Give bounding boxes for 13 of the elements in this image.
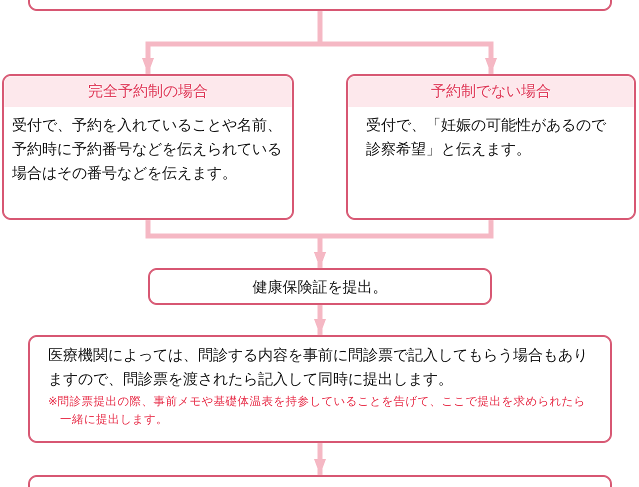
box-heading: 完全予約制の場合	[4, 76, 292, 106]
process-box	[346, 74, 636, 220]
note-text: ※問診票提出の際、事前メモや基礎体温表を持参していることを告げて、ここで提出を求められたら一緒に提出します。	[47, 393, 587, 428]
box-heading: 予約制でない場合	[348, 76, 634, 106]
box-text: 受付で、予約を入れていることや名前、予約時に予約番号などを伝えられている場合はその番号などを伝えます。	[11, 114, 283, 184]
box-text: 健康保険証を提出。	[252, 276, 388, 298]
box-text: 医療機関によっては、問診する内容を事前に問診票で記入してもらう場合もありますので、問診票を渡されたら記入して同時に提出します。	[47, 345, 589, 390]
process-box	[148, 268, 492, 305]
box-text: 受付で、「妊娠の可能性があるので診察希望」と伝えます。	[365, 114, 608, 160]
process-box	[2, 74, 294, 220]
process-box	[28, 335, 612, 443]
arrow	[314, 443, 326, 475]
arrow	[314, 305, 326, 335]
